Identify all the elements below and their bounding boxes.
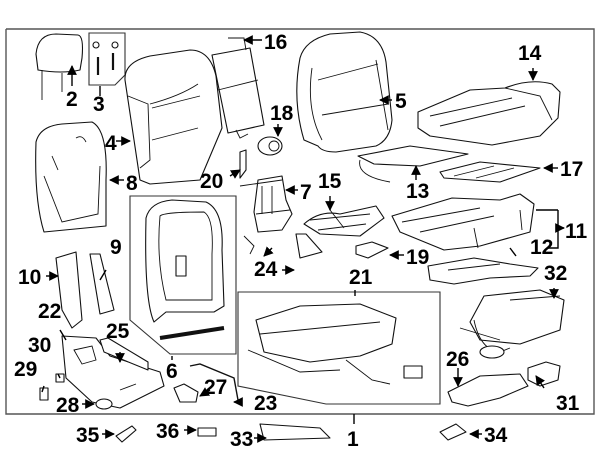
wire-harness-part[interactable] <box>303 205 385 237</box>
seatback-pad-part[interactable] <box>124 49 223 185</box>
callout-2[interactable]: 2 <box>66 88 78 111</box>
switch-knob-part[interactable] <box>39 387 49 401</box>
callout-5[interactable]: 5 <box>395 90 407 113</box>
callout-29[interactable]: 29 <box>14 358 37 381</box>
callout-7[interactable]: 7 <box>300 181 312 204</box>
callout-27[interactable]: 27 <box>204 376 227 399</box>
callout-8[interactable]: 8 <box>126 172 138 195</box>
side-trim-outer-part[interactable] <box>55 251 83 329</box>
release-cable-part[interactable] <box>189 363 239 401</box>
seatback-heater-part[interactable] <box>35 121 107 233</box>
control-module-part[interactable] <box>527 361 561 387</box>
callout-23[interactable]: 23 <box>254 392 277 415</box>
recliner-handle-part[interactable] <box>173 383 199 403</box>
knob-part[interactable] <box>95 398 113 410</box>
callout-22[interactable]: 22 <box>38 300 61 323</box>
track-trim-part[interactable] <box>259 423 331 441</box>
outer-shield-part[interactable] <box>61 335 165 409</box>
callout-6[interactable]: 6 <box>166 360 178 383</box>
callout-24[interactable]: 24 <box>254 258 278 281</box>
frame-right <box>294 28 595 415</box>
callout-9[interactable]: 9 <box>110 236 122 259</box>
callout-17[interactable]: 17 <box>560 158 583 181</box>
cushion-cover-part[interactable] <box>417 81 561 146</box>
callout-26[interactable]: 26 <box>446 348 469 371</box>
callout-28[interactable]: 28 <box>56 394 80 417</box>
occupant-sensor-part[interactable] <box>439 161 541 183</box>
callout-20[interactable]: 20 <box>200 170 223 193</box>
callout-12[interactable]: 12 <box>530 236 553 259</box>
callout-11[interactable]: 11 <box>565 220 588 243</box>
blower-motor-part[interactable] <box>257 136 283 156</box>
headrest-guides-part[interactable] <box>88 32 126 86</box>
seatback-frame-part[interactable] <box>129 195 237 355</box>
frame-left <box>5 28 294 415</box>
latch-cover-part[interactable] <box>197 427 217 437</box>
cushion-vent-part[interactable] <box>355 241 389 259</box>
callout-18[interactable]: 18 <box>270 102 294 125</box>
trim-cover-part[interactable] <box>295 233 323 259</box>
side-trim-inner-part[interactable] <box>89 253 115 315</box>
callout-30[interactable]: 30 <box>28 334 51 357</box>
lumbar-motor-part[interactable] <box>239 175 293 233</box>
harness-assembly-part[interactable] <box>459 289 565 359</box>
clip-part <box>243 235 255 255</box>
track-cover-part[interactable] <box>447 373 529 407</box>
cushion-pan-part[interactable] <box>427 257 539 285</box>
callout-35[interactable]: 35 <box>76 424 100 447</box>
back-panel-part[interactable] <box>211 37 265 139</box>
seatback-cover-part[interactable] <box>296 31 393 153</box>
callout-21[interactable]: 21 <box>349 266 373 289</box>
callout-33[interactable]: 33 <box>230 428 253 451</box>
callout-15[interactable]: 15 <box>318 170 342 193</box>
anchor-part[interactable] <box>115 425 137 443</box>
callout-32[interactable]: 32 <box>544 262 567 285</box>
callout-1[interactable]: 1 <box>347 428 359 451</box>
seat-track-part[interactable] <box>237 291 441 405</box>
leader-lines <box>41 35 564 443</box>
callout-16[interactable]: 16 <box>264 31 287 54</box>
callout-25[interactable]: 25 <box>106 320 130 343</box>
callout-4[interactable]: 4 <box>105 132 117 155</box>
headrest-part[interactable] <box>35 33 84 100</box>
cushion-heater-part[interactable] <box>357 145 469 183</box>
callout-14[interactable]: 14 <box>518 42 542 65</box>
callout-19[interactable]: 19 <box>406 246 429 269</box>
callout-34[interactable]: 34 <box>484 424 508 447</box>
callout-31[interactable]: 31 <box>556 392 580 415</box>
belt-buckle-part[interactable] <box>439 423 467 441</box>
callout-13[interactable]: 13 <box>406 180 429 203</box>
bracket-part[interactable] <box>239 149 247 179</box>
callout-3[interactable]: 3 <box>93 93 105 116</box>
cushion-assembly-part[interactable] <box>391 193 535 251</box>
callout-36[interactable]: 36 <box>156 420 179 443</box>
callout-10[interactable]: 10 <box>18 266 41 289</box>
